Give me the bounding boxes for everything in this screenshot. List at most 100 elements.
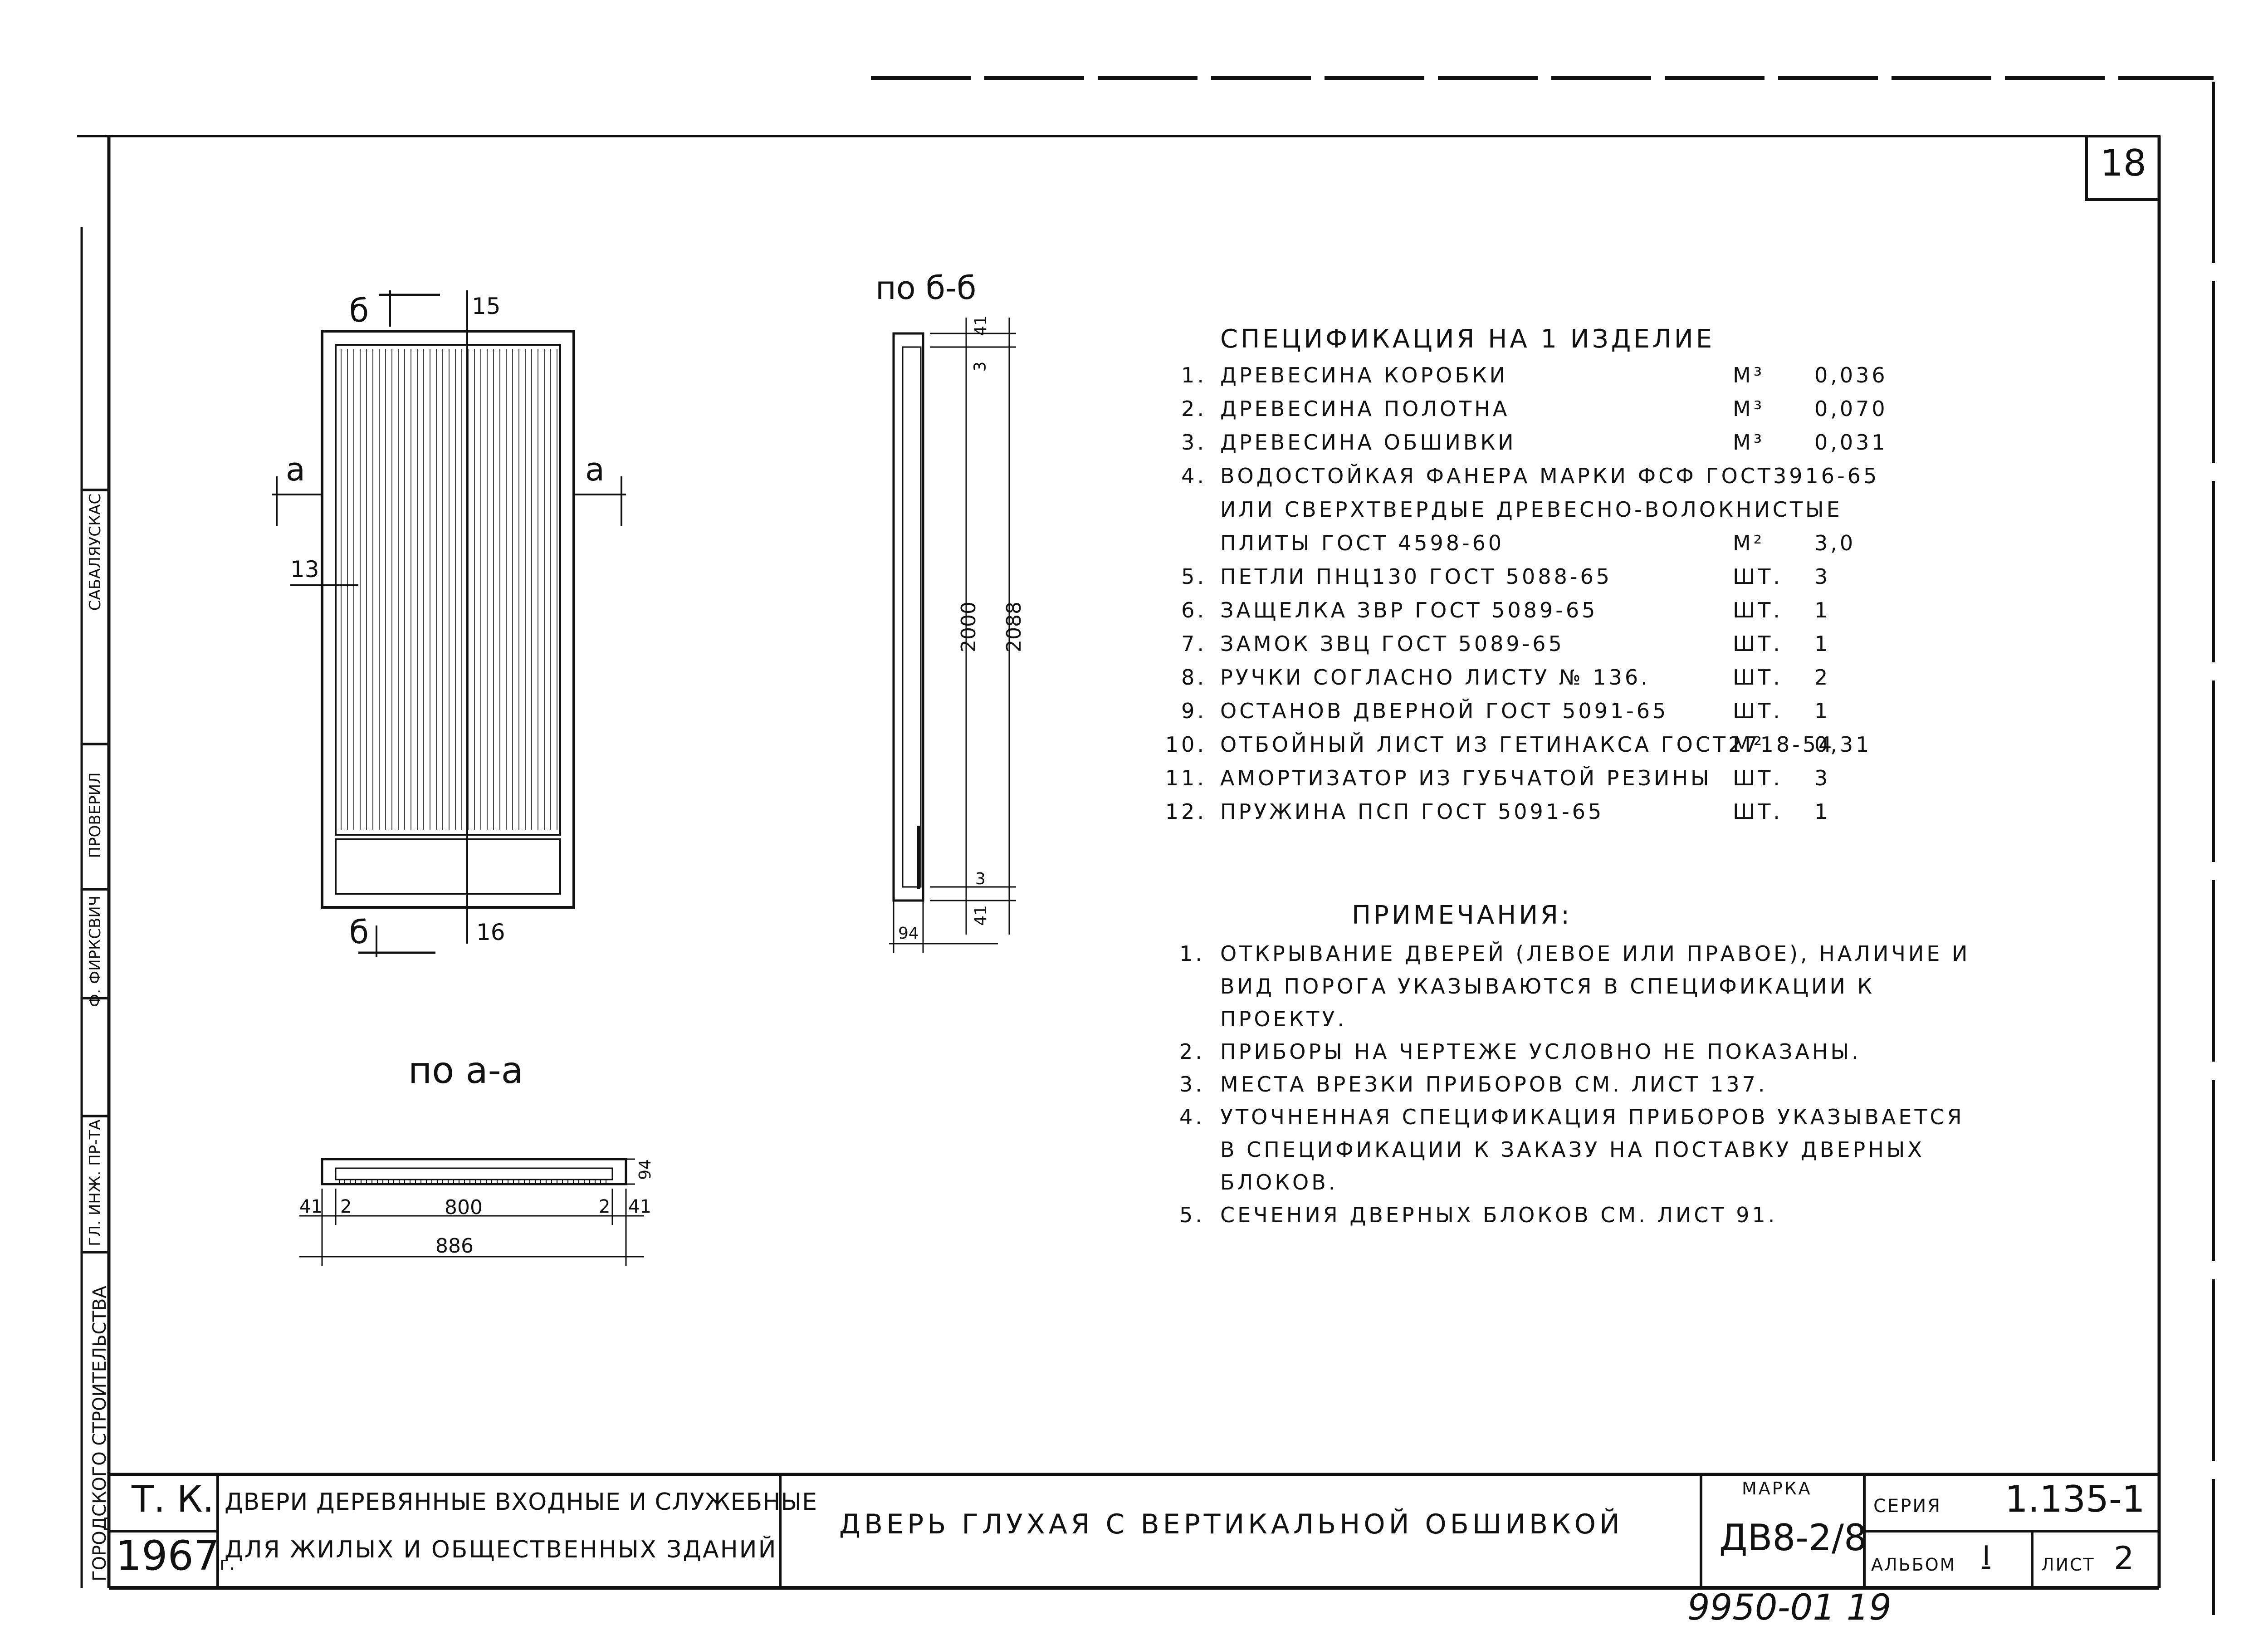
spec-row-unit: ШТ. [1733,564,1783,589]
note-number: 4. [1179,1105,1205,1129]
archive-number: 9950-01 19 [1687,1587,1892,1628]
spec-row-name: ОТБОЙНЫЙ ЛИСТ ИЗ ГЕТИНАКСА ГОСТ2718-54 [1220,732,1835,757]
frame-label-city-building: ГОРОДСКОГО СТРОИТЕЛЬСТВА [89,1286,110,1581]
note-text: МЕСТА ВРЕЗКИ ПРИБОРОВ СМ. ЛИСТ 137. [1220,1072,1768,1097]
aa-dim-2-right: 2 [599,1196,611,1217]
spec-row: 12. ПРУЖИНА ПСП ГОСТ 5091-65 ШТ. 1 [1161,799,1932,833]
tb-year-number: 1967 [116,1532,220,1580]
spec-row-unit: ШТ. [1733,632,1783,656]
door-front-view [272,290,626,957]
spec-row-qty: 0,031 [1814,430,1888,455]
tb-year-suffix: г. [220,1553,235,1574]
spec-row: 3. ДРЕВЕСИНА ОБШИВКИ М³ 0,031 [1161,430,1932,464]
spec-row-number: 7. [1181,632,1207,656]
spec-row-unit: М³ [1733,430,1765,455]
tb-album-value: I [1982,1540,1990,1572]
spec-row-unit: ШТ. [1733,598,1783,622]
note-number: 3. [1179,1072,1205,1097]
spec-title: СПЕЦИФИКАЦИЯ НА 1 ИЗДЕЛИЕ [1220,324,1715,354]
spec-row-name: ПРУЖИНА ПСП ГОСТ 5091-65 [1220,799,1604,824]
spec-row: 11. АМОРТИЗАТОР ИЗ ГУБЧАТОЙ РЕЗИНЫ ШТ. 3 [1161,766,1932,799]
spec-row-qty: 2 [1814,665,1831,690]
note-text: УТОЧНЕННАЯ СПЕЦИФИКАЦИЯ ПРИБОРОВ УКАЗЫВА… [1220,1105,1965,1129]
frame-label-checker-name: САБАЛЯУСКАС [86,493,104,611]
section-bb-title: по б-б [875,269,977,307]
note-text: ПРИБОРЫ НА ЧЕРТЕЖЕ УСЛОВНО НЕ ПОКАЗАНЫ. [1220,1039,1861,1064]
spec-row-qty: 0,036 [1814,363,1888,387]
spec-row-unit: ШТ. [1733,766,1783,790]
aa-dim-2-left: 2 [340,1196,352,1217]
spec-row-name: ДРЕВЕСИНА ОБШИВКИ [1220,430,1516,455]
spec-row-number: 12. [1165,799,1207,824]
front-label-13: 13 [290,556,319,583]
spec-row-name: ЗАМОК ЗВЦ ГОСТ 5089-65 [1220,632,1564,656]
spec-row-number: 9. [1181,699,1207,723]
sheet-number: 18 [2100,142,2146,184]
front-section-b-bottom: б [349,914,369,951]
spec-row-unit: М² [1733,531,1765,555]
tb-series-label: СЕРИЯ [1873,1496,1942,1517]
spec-row-number: 3. [1181,430,1207,455]
spec-row-name: ИЛИ СВЕРХТВЕРДЫЕ ДРЕВЕСНО-ВОЛОКНИСТЫЕ [1220,497,1843,522]
spec-row-unit: ШТ. [1733,665,1783,690]
frame-label-checked: ПРОВЕРИЛ [86,772,104,858]
spec-row: 5. ПЕТЛИ ПНЦ130 ГОСТ 5088-65 ШТ. 3 [1161,564,1932,598]
bb-dim-41-top: 41 [971,315,990,336]
front-section-b-top: б [349,292,369,329]
note-text: ПРОЕКТУ. [1220,1007,1347,1031]
spec-row-unit: М³ [1733,363,1765,387]
note-text: СЕЧЕНИЯ ДВЕРНЫХ БЛОКОВ СМ. ЛИСТ 91. [1220,1203,1778,1227]
spec-row-number: 6. [1181,598,1207,622]
note-number: 1. [1179,941,1205,966]
spec-row-qty: 1 [1814,699,1831,723]
tb-series-title-1: ДВЕРИ ДЕРЕВЯННЫЕ ВХОДНЫЕ И СЛУЖЕБНЫЕ [225,1488,818,1516]
frame-label-chief-engineer: ГЛ. ИНЖ. ПР-ТА [86,1119,104,1246]
note-text: ВИД ПОРОГА УКАЗЫВАЮТСЯ В СПЕЦИФИКАЦИИ К [1220,974,1875,999]
note-text: В СПЕЦИФИКАЦИИ К ЗАКАЗУ НА ПОСТАВКУ ДВЕР… [1220,1137,1925,1162]
spec-row-name: ПЛИТЫ ГОСТ 4598-60 [1220,531,1505,555]
tb-code: Т. К. [132,1478,214,1520]
front-dim-15: 15 [472,293,501,319]
spec-row-number: 5. [1181,564,1207,589]
spec-row-name: РУЧКИ СОГЛАСНО ЛИСТУ № 136. [1220,665,1650,690]
spec-row-name: ПЕТЛИ ПНЦ130 ГОСТ 5088-65 [1220,564,1612,589]
aa-dim-41-right: 41 [628,1196,651,1217]
tb-series-title-2: ДЛЯ ЖИЛЫХ И ОБЩЕСТВЕННЫХ ЗДАНИЙ [225,1536,777,1563]
spec-row-name: АМОРТИЗАТОР ИЗ ГУБЧАТОЙ РЕЗИНЫ [1220,766,1712,790]
spec-row-number: 10. [1165,732,1207,757]
spec-row-qty: 3 [1814,564,1831,589]
spec-row: 4.ВОДОСТОЙКАЯ ФАНЕРА МАРКИ ФСФ ГОСТ3916-… [1161,464,1932,497]
note-number: 5. [1179,1203,1205,1227]
spec-row-qty: 0,31 [1814,732,1872,757]
bb-dim-41-bottom: 41 [971,905,990,926]
spec-row-name: ЗАЩЕЛКА ЗВР ГОСТ 5089-65 [1220,598,1598,622]
aa-dim-94: 94 [635,1159,655,1180]
aa-dim-41-left: 41 [299,1196,323,1217]
section-aa-drawing [299,1158,644,1266]
bb-dim-2088: 2088 [1002,602,1026,652]
note-text: ОТКРЫВАНИЕ ДВЕРЕЙ (ЛЕВОЕ ИЛИ ПРАВОЕ), НА… [1220,941,1970,966]
spec-row-number: 2. [1181,397,1207,421]
front-section-a-right: а [585,451,605,488]
spec-row: 10. ОТБОЙНЫЙ ЛИСТ ИЗ ГЕТИНАКСА ГОСТ2718-5… [1161,732,1932,766]
spec-row-qty: 3 [1814,766,1831,790]
spec-row-unit: ШТ. [1733,799,1783,824]
spec-row-name: ВОДОСТОЙКАЯ ФАНЕРА МАРКИ ФСФ ГОСТ3916-65 [1220,464,1880,488]
bb-dim-3-top: 3 [971,361,990,372]
front-dim-16: 16 [476,919,505,945]
spec-row-number: 11. [1165,766,1207,790]
spec-row: ПЛИТЫ ГОСТ 4598-60 М² 3,0 [1161,531,1932,564]
spec-row-name: ОСТАНОВ ДВЕРНОЙ ГОСТ 5091-65 [1220,699,1669,723]
spec-row-qty: 1 [1814,598,1831,622]
tb-year: 1967г. [116,1536,235,1577]
tb-series-value: 1.135-1 [2005,1478,2145,1520]
spec-row-qty: 1 [1814,799,1831,824]
spec-row-qty: 3,0 [1814,531,1856,555]
spec-row-name: ДРЕВЕСИНА ПОЛОТНА [1220,397,1510,421]
spec-row: 6. ЗАЩЕЛКА ЗВР ГОСТ 5089-65 ШТ. 1 [1161,598,1932,632]
